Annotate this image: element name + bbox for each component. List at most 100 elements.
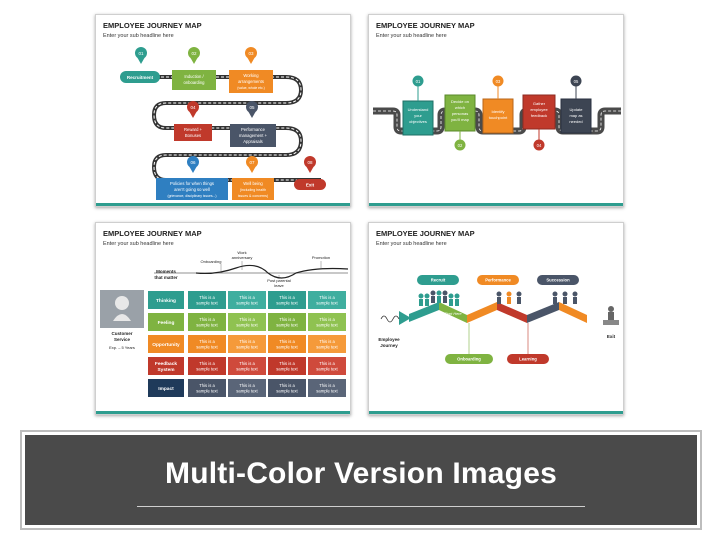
row-label-opportunity: Opportunity	[148, 335, 184, 353]
grid-cell	[188, 291, 226, 309]
marker-label: 05	[249, 105, 255, 110]
slide-title: EMPLOYEE JOURNEY MAP	[103, 229, 202, 238]
svg-text:Feeling: Feeling	[158, 320, 175, 326]
grid-cell-text: sample text	[196, 323, 218, 328]
grid-cell-text: sample text	[276, 345, 298, 350]
marker-label: 01	[138, 51, 144, 56]
grid-cell-text: This is a	[239, 383, 255, 388]
svg-text:your: your	[414, 113, 422, 118]
moments-grid-diagram: Moments that matter Onboarding Work anni…	[100, 250, 349, 397]
event-label: Onboarding	[201, 259, 222, 264]
svg-text:Feedback: Feedback	[155, 361, 177, 367]
svg-text:management +: management +	[239, 133, 268, 138]
start-label: Employee	[378, 337, 400, 342]
row-label-thinking: Thinking	[148, 291, 184, 309]
grid-cell	[268, 357, 306, 375]
svg-text:onboarding: onboarding	[184, 80, 206, 85]
event-label: Post parental	[267, 278, 291, 283]
grid-cell-text: sample text	[196, 345, 218, 350]
moments-label: Moments	[156, 269, 176, 274]
grid-cell-text: This is a	[319, 361, 335, 366]
slide-subtitle: Enter your sub headline here	[376, 241, 447, 247]
grid-cell	[188, 313, 226, 331]
grid-cell-text: sample text	[236, 323, 258, 328]
event-label: leave	[274, 283, 284, 288]
grid-cell	[268, 313, 306, 331]
grid-cell-text: sample text	[276, 301, 298, 306]
box-exit: Exit	[294, 179, 326, 190]
step-box-1: Understand your objectives	[402, 100, 434, 136]
grid-cell-text: sample text	[316, 301, 338, 306]
grid-cell-text: This is a	[239, 295, 255, 300]
grid-cell-text: sample text	[316, 345, 338, 350]
grid-cell-text: sample text	[316, 367, 338, 372]
svg-text:Well being: Well being	[243, 181, 263, 186]
svg-text:arrangements: arrangements	[238, 79, 264, 84]
svg-text:Opportunity: Opportunity	[152, 342, 180, 348]
svg-text:Exit: Exit	[607, 334, 616, 339]
grid-cell-text: sample text	[236, 367, 258, 372]
svg-text:Performance: Performance	[241, 127, 266, 132]
zigzag-journey-diagram: Start Here Employee Journey Exit	[378, 275, 619, 364]
marker-label: 07	[249, 160, 255, 165]
grid-cell	[308, 335, 346, 353]
marker-label: 08	[307, 160, 313, 165]
svg-text:Decide on: Decide on	[451, 99, 469, 104]
svg-text:Identify: Identify	[492, 109, 505, 114]
step-box-4: Gather employee feedback	[522, 94, 556, 130]
grid-cell-text: This is a	[239, 339, 255, 344]
pin-marker-03: 03	[245, 47, 257, 64]
svg-text:Update: Update	[570, 107, 584, 112]
grid-cell-text: sample text	[276, 367, 298, 372]
slide-thumbnail-1[interactable]: EMPLOYEE JOURNEY MAP Enter your sub head…	[95, 14, 351, 207]
winding-road-diagram: 01 02 03 04 05 06	[120, 47, 326, 200]
svg-text:Understand: Understand	[408, 107, 429, 112]
svg-text:Gather: Gather	[533, 101, 546, 106]
pin-marker-02: 02	[188, 47, 200, 64]
grid-cell-text: sample text	[236, 345, 258, 350]
grid-cell-text: This is a	[239, 361, 255, 366]
grid-cell	[188, 357, 226, 375]
arrow-label: Start Here	[444, 312, 461, 316]
svg-text:you'll map: you'll map	[451, 117, 470, 122]
slide-thumbnail-2[interactable]: EMPLOYEE JOURNEY MAP Enter your sub head…	[368, 14, 624, 207]
grid-cell-text: sample text	[276, 323, 298, 328]
people-group-1	[418, 290, 460, 306]
grid-cell	[188, 335, 226, 353]
grid-cell-text: This is a	[279, 339, 295, 344]
svg-text:Working: Working	[243, 73, 259, 78]
box-reward: Reward + Bonuses	[174, 124, 212, 141]
svg-text:which: which	[455, 105, 465, 110]
grid-cell	[268, 291, 306, 309]
step-box-2: Decide on which personas you'll map	[444, 94, 476, 132]
grid-cell-text: sample text	[196, 389, 218, 394]
marker-label: 04	[190, 105, 196, 110]
grid-cell	[308, 313, 346, 331]
svg-text:System: System	[157, 367, 174, 373]
slide-thumbnail-4[interactable]: EMPLOYEE JOURNEY MAP Enter your sub head…	[368, 222, 624, 415]
persona-card: Customer Service Exp. – 5 Years	[100, 290, 144, 350]
event-label: Work	[237, 250, 246, 255]
grid-cell-text: sample text	[196, 301, 218, 306]
svg-text:(value, whole etc.): (value, whole etc.)	[237, 86, 265, 90]
grid-cell-text: sample text	[316, 389, 338, 394]
grid-cell-text: This is a	[199, 383, 215, 388]
grid-cell	[228, 291, 266, 309]
grid-cell-text: sample text	[316, 323, 338, 328]
people-group-3	[552, 291, 578, 304]
grid-cell	[228, 379, 266, 397]
svg-text:feedback: feedback	[531, 113, 547, 118]
grid-cell-text: This is a	[279, 317, 295, 322]
svg-text:Performance: Performance	[485, 278, 511, 283]
grid-cell	[308, 357, 346, 375]
grid-cell	[308, 291, 346, 309]
slide-thumbnail-3[interactable]: EMPLOYEE JOURNEY MAP Enter your sub head…	[95, 222, 351, 415]
svg-text:02: 02	[458, 143, 463, 148]
people-group-2	[496, 291, 522, 304]
svg-text:05: 05	[574, 79, 579, 84]
pin-marker-04: 04	[533, 129, 545, 151]
event-label: anniversary	[232, 255, 253, 260]
svg-text:Recruit: Recruit	[431, 278, 446, 283]
banner-divider	[137, 506, 585, 507]
